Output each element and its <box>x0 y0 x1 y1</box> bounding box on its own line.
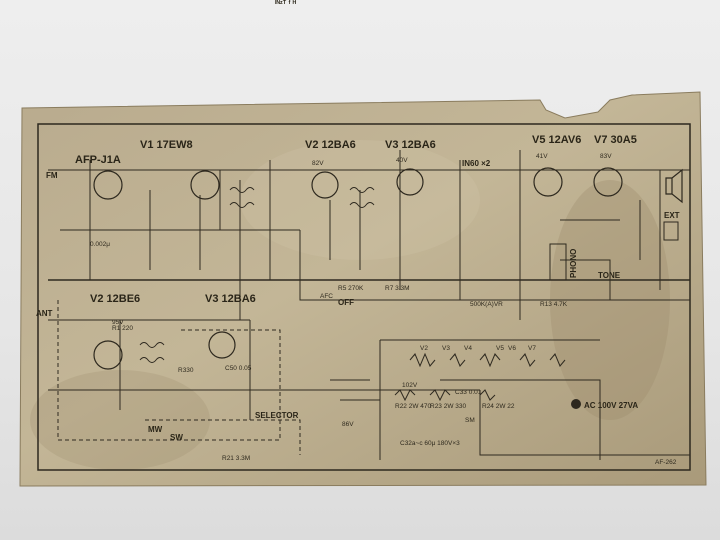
tube-v7-symbol <box>93 340 123 370</box>
volt-95: 95V <box>112 319 124 326</box>
volt-41: 41V <box>536 153 548 160</box>
heater-v7: V7 <box>528 345 536 352</box>
part-r7: R7 3.3M <box>385 285 410 292</box>
tube-label-v5: V5 12AV6 <box>532 134 581 146</box>
tube-v8-symbol <box>208 331 236 359</box>
corner-code: AF-262 <box>655 459 677 466</box>
ac-power-label: AC 100V 27VA <box>584 401 638 410</box>
tube-v2-symbol <box>311 171 339 199</box>
tube-label-v1: V1 17EW8 <box>140 139 193 151</box>
part-r1: R1 220 <box>112 325 133 332</box>
part-c50: C50 0.05 <box>225 365 252 372</box>
afc-label: AFC <box>320 293 333 300</box>
ext-jack <box>663 221 679 241</box>
volt-82: 82V <box>312 160 324 167</box>
tube-labels: V1 17EW8 V2 12BA6 V3 12BA6 IN60 ×2 V5 12… <box>90 134 637 305</box>
volt-83: 83V <box>600 153 612 160</box>
tube-label-v8: V3 12BA6 <box>205 293 256 305</box>
tube-label-v7: V2 12BE6 <box>90 293 140 305</box>
selector-label: SELECTOR <box>255 411 299 420</box>
speaker-icon <box>665 168 683 204</box>
tube-v5-symbol <box>533 167 563 197</box>
part-c33: C33 0.01 <box>455 389 482 396</box>
tube-v1-symbol <box>93 170 220 200</box>
heater-v2: V2 <box>420 345 428 352</box>
part-r22: R22 2W 470 <box>395 403 432 410</box>
heater-v3: V3 <box>442 345 450 352</box>
wiring <box>48 150 690 460</box>
part-r24: R24 2W 22 <box>482 403 515 410</box>
heater-v5: V5 <box>496 345 504 352</box>
part-c-0002: 0.002μ <box>90 241 110 248</box>
ext-label: EXT <box>664 211 680 220</box>
part-r23: R23 2W 330 <box>430 403 467 410</box>
top-scrap-text: ᴵᴺᶻᵀ ᶠ ᴴ <box>275 0 297 8</box>
off-label: OFF <box>338 298 354 307</box>
tube-label-v2: V2 12BA6 <box>305 139 356 151</box>
tube-label-v3: V3 12BA6 <box>385 139 436 151</box>
coil-ifts <box>229 187 255 208</box>
tube-label-v4: IN60 ×2 <box>462 159 491 168</box>
volt-40: 40V <box>396 157 408 164</box>
part-labels: R5 270K R7 3.3M 500K(A)VR R13 4.7K R21 3… <box>90 153 612 462</box>
tube-v6-symbol <box>593 167 623 197</box>
part-r21: R21 3.3M <box>222 455 250 462</box>
part-r330: R330 <box>178 367 194 374</box>
heater-v6: V6 <box>508 345 516 352</box>
ant-label: ANT <box>36 309 53 318</box>
part-r5: R5 270K <box>338 285 364 292</box>
phono-jack <box>549 243 567 281</box>
schematic-frame <box>37 123 691 471</box>
part-c32: C32a~c 60μ 180V×3 <box>400 440 460 447</box>
tube-v3-symbol <box>396 168 424 196</box>
phono-label: PHONO <box>569 249 578 278</box>
part-r13: R13 4.7K <box>540 301 568 308</box>
tone-label: TONE <box>598 271 621 280</box>
mw-label: MW <box>148 425 163 434</box>
volt-102: 102V <box>402 382 418 389</box>
volt-86: 86V <box>342 421 354 428</box>
sw-label: SW <box>170 433 183 442</box>
fm-label: FM <box>46 171 58 180</box>
part-vr: 500K(A)VR <box>470 301 503 308</box>
heater-v4: V4 <box>464 345 472 352</box>
ac-plug-icon <box>571 399 581 409</box>
part-sm: SM <box>465 417 475 424</box>
model-label: AFP-J1A <box>75 154 121 166</box>
tube-label-v6: V7 30A5 <box>594 134 637 146</box>
